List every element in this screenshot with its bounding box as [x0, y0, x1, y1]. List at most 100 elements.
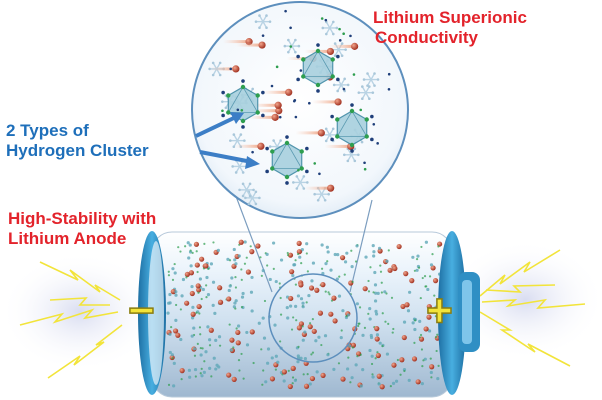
hydrogen-atom [359, 353, 362, 356]
cluster-atom [232, 145, 236, 148]
hydrogen-atom [434, 336, 438, 339]
ion-trail [209, 67, 234, 71]
cluster-atom [377, 246, 382, 250]
lithium-ion [199, 256, 205, 262]
ion-trail [249, 115, 274, 119]
hydrogen-atom [345, 315, 348, 318]
cluster-atom [265, 26, 268, 30]
cluster-atom [374, 312, 379, 316]
lithium-ion [196, 303, 202, 310]
cluster-atom [282, 379, 286, 383]
cluster-atom [406, 309, 411, 313]
cluster-atom [307, 293, 311, 298]
hydrogen-atom [284, 140, 290, 146]
cluster-atom [265, 252, 269, 256]
hydrogen-atom [196, 342, 199, 345]
cluster-atom [373, 283, 378, 287]
hydrogen-atom [240, 118, 246, 124]
hydrogen-atom [262, 369, 265, 372]
lithium-ion [362, 286, 368, 292]
positive-cap [438, 231, 466, 395]
cluster-atom [385, 259, 389, 263]
cluster-atom [265, 14, 268, 17]
cluster-atom [224, 106, 228, 110]
hydrogen-atom [356, 355, 359, 358]
cluster-atom [332, 367, 336, 371]
hydrogen-atom [291, 382, 294, 385]
cluster-atom [258, 14, 261, 17]
scattered-atom [387, 87, 391, 91]
cluster-atom [288, 304, 293, 308]
cluster-atom [286, 316, 290, 320]
cluster-atom [333, 42, 337, 45]
lithium-ion [287, 383, 293, 390]
cluster-atom [368, 307, 372, 311]
hydrogen-atom [328, 293, 331, 296]
hydrogen-atom [390, 296, 394, 299]
cluster-atom [180, 294, 184, 298]
hydrogen-atom [191, 251, 194, 254]
bound-atom [265, 146, 269, 151]
cluster-atom [299, 356, 303, 360]
hydrogen-atom [228, 259, 232, 262]
scattered-atom [292, 99, 296, 103]
hydrogen-cluster [265, 135, 309, 185]
hydrogen-atom [240, 268, 243, 271]
cluster-atom [371, 91, 375, 94]
cluster-atom [371, 375, 375, 379]
bound-atom [370, 114, 374, 119]
lithium-ion [231, 376, 237, 382]
cluster-atom [320, 243, 324, 247]
cluster-atom [179, 337, 183, 342]
cluster-atom [346, 83, 350, 87]
cluster-atom [261, 269, 265, 273]
cluster-atom [323, 198, 327, 202]
lithium-ion [317, 129, 325, 137]
lithium-ion [257, 142, 265, 150]
hydrogen-atom [311, 351, 315, 354]
label-line: High-Stability with [8, 209, 157, 228]
lithium-ion [308, 285, 315, 291]
bound-atom [370, 137, 374, 142]
lithium-ion [285, 88, 293, 96]
cluster-atom [345, 251, 349, 255]
hydrogen-atom [234, 307, 237, 310]
hydrogen-atom [420, 245, 423, 249]
cluster-atom [287, 38, 290, 42]
hydrogen-atom [430, 376, 433, 379]
cluster-atom [361, 85, 364, 88]
cluster-atom [332, 20, 335, 24]
cluster-atom [291, 273, 295, 278]
lithium-ion [245, 38, 253, 46]
hydrogen-atom [245, 256, 248, 259]
lightning-spark-icon [479, 249, 586, 367]
hydrogen-atom [194, 375, 197, 378]
lithium-ion [327, 184, 335, 192]
hydrogen-atom [240, 84, 246, 90]
cluster-atom [200, 374, 204, 378]
cluster-atom [343, 77, 346, 81]
hydrogen-atom [179, 308, 182, 311]
lithium-ion [415, 379, 421, 385]
lithium-ion [311, 328, 317, 334]
lithium-ion [195, 283, 201, 289]
hydrogen-atom [294, 283, 297, 286]
hydrogen-atom [357, 322, 360, 325]
scattered-atom [289, 26, 292, 30]
cluster-atom [221, 100, 224, 103]
hydrogen-atom [306, 270, 309, 273]
hydrogen-atom [428, 275, 432, 278]
cluster-atom [201, 287, 205, 292]
cluster-atom [373, 72, 376, 75]
hydrogen-atom [238, 369, 241, 372]
lightning-spark-icon [19, 261, 123, 379]
hydrogen-atom [197, 291, 200, 294]
cluster-atom [189, 264, 193, 268]
ion-trail [223, 40, 248, 44]
cluster-atom [336, 89, 339, 93]
cluster-atom [292, 181, 295, 184]
cluster-atom [248, 182, 252, 186]
ion-trail [236, 43, 261, 47]
faint-cluster [332, 77, 350, 93]
